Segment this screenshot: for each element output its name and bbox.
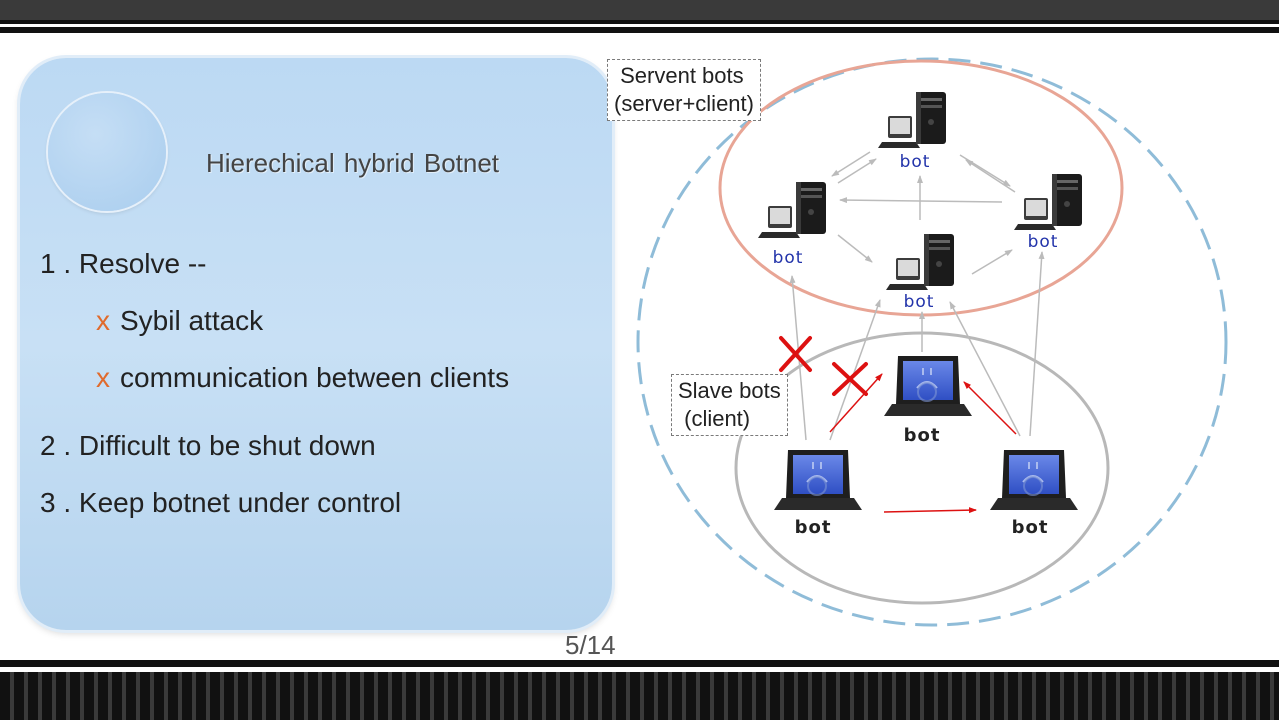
slave-red-links [829, 373, 1017, 514]
point-1-number: 1 . [40, 248, 72, 279]
top-rule-thick [0, 27, 1279, 33]
server-computer-icon [758, 182, 826, 238]
top-bar [0, 0, 1279, 20]
title-badge-circle [48, 93, 166, 211]
slide-title: Hierechical hybrid Botnet [206, 148, 500, 178]
laptop-icon [989, 449, 1079, 511]
page-number: 5/14 [565, 630, 616, 660]
bot-label: bot [904, 292, 935, 312]
point-1: 1 . Resolve -- [40, 248, 207, 280]
subpoint-1-text: Sybil attack [120, 305, 264, 336]
laptop-icon [773, 449, 863, 511]
cross-bullet-icon: x [96, 305, 110, 336]
blocked-cross-icon [832, 362, 868, 396]
point-3-number: 3 . [40, 487, 72, 518]
bot-label: bot [900, 152, 931, 172]
servent-bots-label: Servent bots (server+client) [607, 59, 761, 121]
blocked-cross-icon [779, 336, 812, 372]
bottom-rule [0, 660, 1279, 667]
point-1-text: Resolve -- [78, 248, 207, 279]
server-computer-icon [1014, 174, 1082, 230]
subpoint-1: x Sybil attack [96, 305, 263, 337]
server-computer-icon [878, 92, 946, 148]
bot-label: bot [1012, 517, 1049, 538]
point-2-text: Difficult to be shut down [78, 430, 376, 461]
subpoint-2: x communication between clients [96, 362, 509, 394]
bot-label: bot [773, 248, 804, 268]
outer-dashed-boundary [636, 57, 1228, 627]
cross-bullet-icon: x [96, 362, 110, 393]
laptop-icon [883, 355, 973, 417]
server-computer-icon [886, 234, 954, 290]
bottom-bar [0, 672, 1279, 720]
slave-bots-label: Slave bots (client) [671, 374, 788, 436]
subpoint-2-text: communication between clients [120, 362, 510, 393]
point-3-text: Keep botnet under control [78, 487, 402, 518]
point-3: 3 . Keep botnet under control [40, 487, 401, 519]
bot-label: bot [1028, 232, 1059, 252]
point-2: 2 . Difficult to be shut down [40, 430, 376, 462]
servent-links [831, 151, 1016, 275]
bot-label: bot [795, 517, 832, 538]
top-rule [0, 20, 1279, 24]
point-2-number: 2 . [40, 430, 72, 461]
bot-label: bot [904, 425, 941, 446]
